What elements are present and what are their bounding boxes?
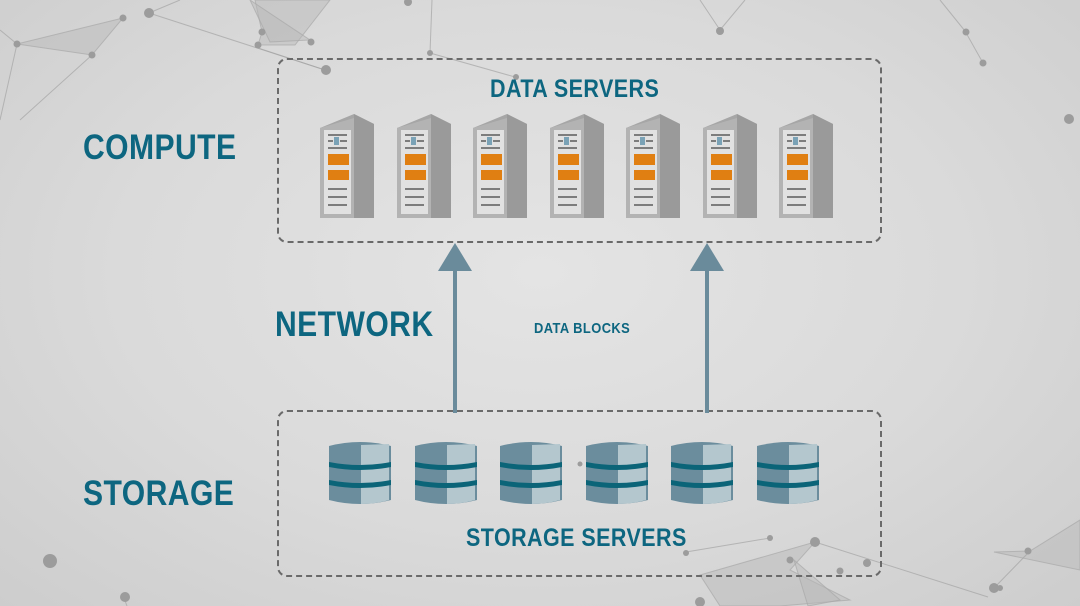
storage-tier-label: STORAGE	[83, 474, 235, 513]
compute-tier-label: COMPUTE	[83, 128, 237, 167]
storage-server-icon	[585, 442, 648, 504]
storage-server-icon	[671, 442, 733, 504]
data-server-icon	[702, 114, 757, 218]
storage-server-icon	[756, 442, 819, 504]
storage-servers-group	[277, 410, 882, 577]
data-server-icon	[473, 114, 527, 218]
storage-server-icon	[329, 442, 391, 504]
storage-servers-title: STORAGE SERVERS	[466, 524, 687, 552]
storage-server-icon	[414, 442, 477, 504]
data-server-icon	[396, 114, 451, 218]
data-servers-group	[277, 58, 882, 243]
network-tier-label: NETWORK	[275, 305, 434, 344]
data-servers-title: DATA SERVERS	[490, 75, 660, 103]
data-server-icon	[626, 114, 680, 218]
data-server-icon	[320, 114, 374, 218]
arrow-up-icon	[690, 243, 724, 413]
data-blocks-label: DATA BLOCKS	[534, 320, 631, 337]
arrow-up-icon	[438, 243, 472, 413]
data-server-icon	[549, 114, 604, 218]
storage-server-icon	[500, 442, 562, 504]
data-server-icon	[779, 114, 833, 218]
